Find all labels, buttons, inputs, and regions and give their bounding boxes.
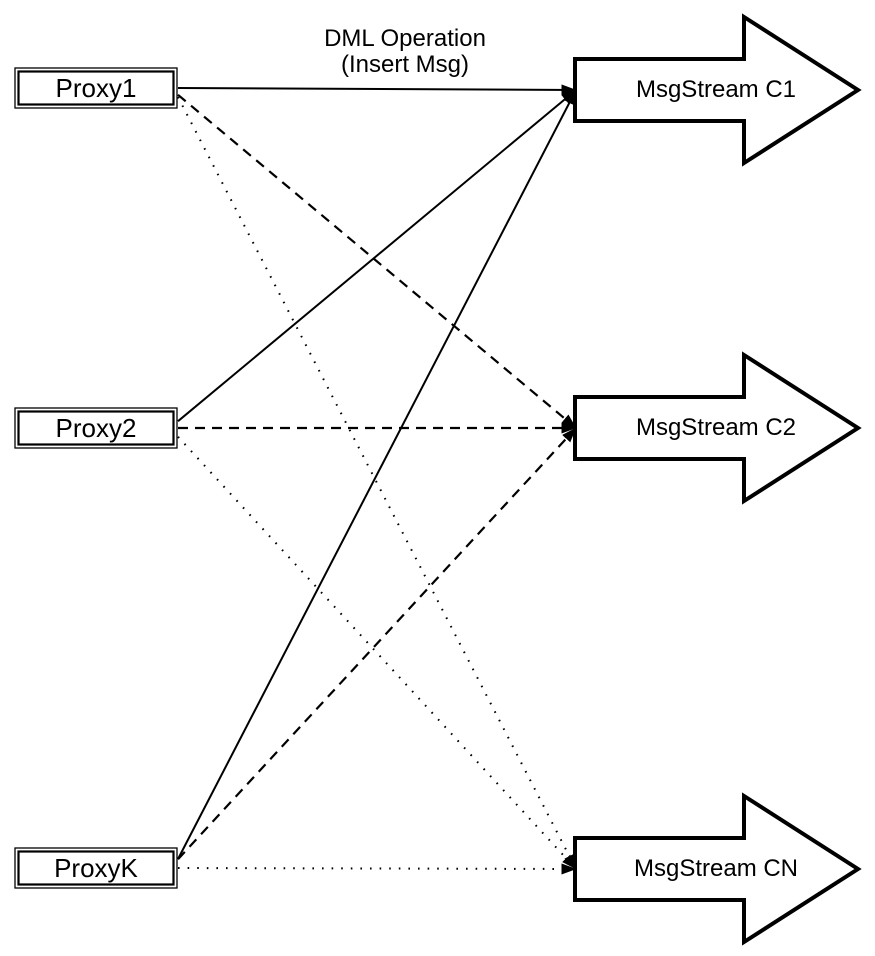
msgstream-arrow-c2: MsgStream C2 [573,351,862,505]
proxy1-box-outline [14,67,178,109]
connector-lines [177,84,577,875]
msgstream-arrow-cn: MsgStream CN [573,792,862,946]
proxy2-label: Proxy2 [56,413,137,443]
msgstream-cn-label: MsgStream CN [634,855,798,882]
proxy1-box: Proxy1 [14,67,178,109]
msgstream-c2-label: MsgStream C2 [636,414,796,441]
proxy2-box: Proxy2 [14,407,178,449]
connector-proxy1-to-msgstream-cn [177,96,577,870]
block-arrow-icon [573,13,862,167]
proxyk-box-outline [14,847,178,889]
proxyk-box: ProxyK [14,847,178,889]
diagram-title-line1: DML Operation [324,25,486,52]
connector-proxy1-to-msgstream-c2 [177,93,577,429]
proxy1-label: Proxy1 [56,73,137,103]
connector-proxyk-to-msgstream-cn [177,863,577,875]
proxy2-box-inner-outline [17,410,175,446]
proxy2-box-outline [14,407,178,449]
connector-proxyk-to-msgstream-c1 [177,89,577,860]
connector-proxy2-to-msgstream-cn [177,436,577,870]
diagram-title-line2: (Insert Msg) [341,51,469,78]
block-arrow-icon [573,351,862,505]
connector-proxyk-to-msgstream-c2 [177,427,577,860]
proxyk-label: ProxyK [54,853,138,883]
msgstream-arrow-c1: MsgStream C1 [573,13,862,167]
connector-proxy2-to-msgstream-c1 [177,89,577,422]
block-arrow-icon [573,792,862,946]
msgstream-c1-label: MsgStream C1 [636,76,796,103]
diagram-title: DML Operation (Insert Msg) [324,25,486,78]
connector-proxy1-to-msgstream-c1 [177,84,577,96]
proxyk-box-inner-outline [17,850,175,886]
proxy1-box-inner-outline [17,70,175,106]
